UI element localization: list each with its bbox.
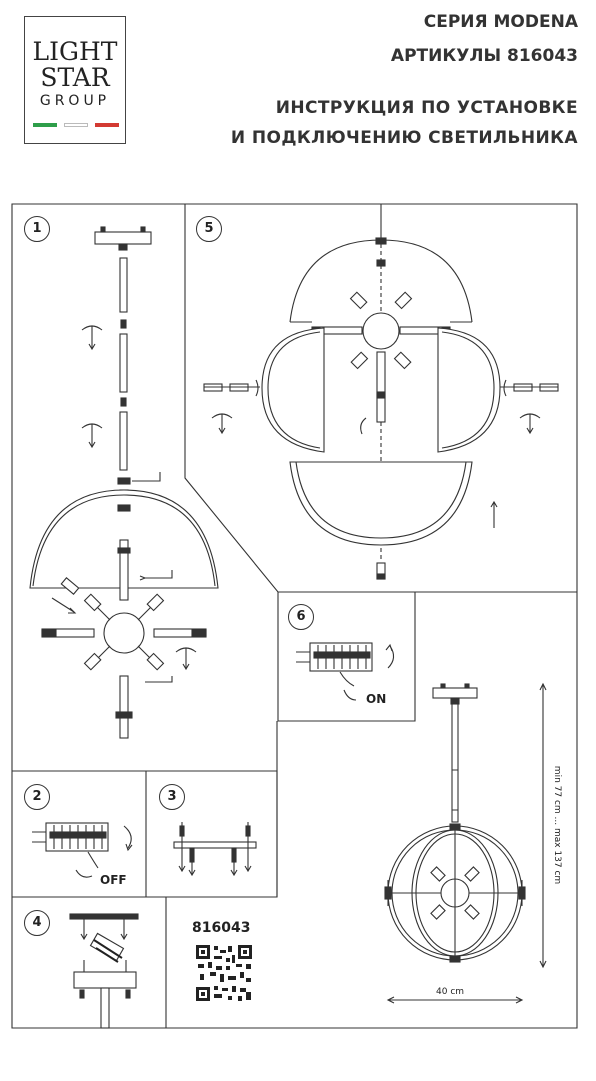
panel-1-label: 1: [24, 216, 50, 242]
articles-title: АРТИКУЛЫ 816043: [390, 46, 578, 66]
instruction-title-line1: ИНСТРУКЦИЯ ПО УСТАНОВКЕ: [275, 98, 578, 118]
panel4-drawing: [69, 913, 139, 1029]
height-dimension: min 77 cm ... max 137 cm: [552, 765, 562, 885]
panel-4-label: 4: [24, 910, 50, 936]
flag-white: [64, 123, 88, 127]
on-label: ON: [366, 692, 387, 706]
width-dimension: 40 cm: [436, 987, 465, 997]
brand-line1: LIGHT: [32, 37, 118, 66]
flag-green: [33, 123, 57, 127]
panel-3-label: 3: [159, 784, 185, 810]
panel-6-label: 6: [288, 604, 314, 630]
panels-frame: [11, 203, 578, 1029]
qr-code: [195, 944, 253, 1002]
flag-red: [95, 123, 119, 127]
panel6-drawing: [296, 642, 395, 701]
panel3-drawing: [173, 822, 257, 877]
panel1-drawing: [29, 226, 219, 739]
off-label: OFF: [100, 873, 127, 887]
panel6-box: [277, 592, 416, 722]
article-code: 816043: [192, 920, 251, 936]
panel4-divider: [12, 896, 277, 1028]
instruction-title-line2: И ПОДКЛЮЧЕНИЮ СВЕТИЛЬНИКА: [230, 128, 578, 148]
panel5-divider: [184, 204, 577, 593]
brand-line2: STAR: [40, 63, 110, 92]
brand-line3: GROUP: [39, 93, 111, 109]
brand-logo: LIGHT STAR GROUP: [24, 16, 126, 144]
series-title: СЕРИЯ MODENA: [423, 12, 578, 32]
panel5-drawing: [203, 204, 559, 580]
dimension-drawing: [384, 682, 547, 1004]
panel-2-label: 2: [24, 784, 50, 810]
panel2-drawing: [32, 822, 133, 878]
panel-5-label: 5: [196, 216, 222, 242]
